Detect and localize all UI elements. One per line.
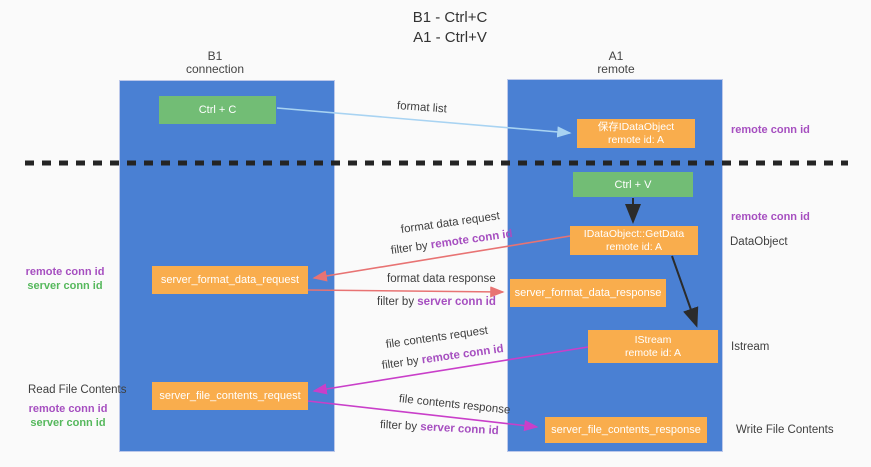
right-column-name: A1: [608, 49, 624, 63]
title-line-2: A1 - Ctrl+V: [413, 29, 487, 46]
save-idataobject-line2: remote id: A: [607, 133, 665, 146]
right-remote-conn-id-top: remote conn id: [731, 124, 810, 136]
left-column-name: B1: [207, 49, 223, 63]
left-server-conn-id-top: server conn id: [27, 280, 103, 292]
left-column-header: B1 connection: [155, 50, 275, 76]
format-data-response-label: format data response: [387, 273, 496, 285]
server-conn-id-term: server conn id: [419, 421, 500, 438]
remote-conn-id-term: remote conn id: [421, 342, 505, 367]
ctrl-v-box: Ctrl + V: [573, 172, 693, 197]
right-column-header: A1 remote: [556, 50, 676, 76]
left-remote-conn-id-bottom: remote conn id: [28, 403, 108, 415]
server-conn-id-term: server conn id: [417, 296, 496, 308]
left-conn-id-annotation-bottom: remote conn id server conn id: [22, 402, 114, 430]
istream-line1: IStream: [634, 333, 672, 346]
ctrl-c-label: Ctrl + C: [198, 104, 237, 116]
read-file-contents-annotation: Read File Contents: [28, 384, 127, 396]
save-idataobject-box: 保存IDataObject remote id: A: [577, 119, 695, 148]
file-contents-response-label: file contents response: [398, 393, 511, 417]
idataobject-getdata-box: IDataObject::GetData remote id: A: [570, 226, 698, 255]
filter-by-server-conn-id-label-1: filter by server conn id: [377, 296, 496, 308]
left-column-role: connection: [185, 62, 245, 76]
getdata-line2: remote id: A: [605, 240, 663, 253]
format-list-label: format list: [396, 100, 448, 116]
server-format-data-response-label: server_format_data_response: [514, 287, 662, 299]
server-file-contents-request-box: server_file_contents_request: [152, 382, 308, 410]
getdata-line1: IDataObject::GetData: [583, 227, 685, 240]
write-file-contents-annotation: Write File Contents: [736, 424, 834, 436]
filter-by-text: filter by: [381, 354, 420, 372]
right-column-role: remote: [597, 62, 635, 76]
istream-annotation: Istream: [731, 341, 770, 353]
server-file-contents-request-label: server_file_contents_request: [159, 390, 301, 402]
left-remote-conn-id-top: remote conn id: [25, 266, 105, 278]
server-file-contents-response-label: server_file_contents_response: [551, 424, 701, 436]
server-file-contents-response-box: server_file_contents_response: [545, 417, 707, 443]
ctrl-v-label: Ctrl + V: [614, 178, 652, 191]
right-remote-conn-id-mid: remote conn id: [731, 211, 810, 223]
filter-by-server-conn-id-label-2: filter by server conn id: [380, 419, 499, 437]
left-conn-id-annotation-top: remote conn id server conn id: [20, 265, 110, 293]
title-line-1: B1 - Ctrl+C: [412, 9, 488, 26]
server-format-data-response-box: server_format_data_response: [510, 279, 666, 307]
filter-by-text: filter by: [377, 296, 415, 308]
format-data-response-arrow: [307, 286, 505, 298]
istream-line2: remote id: A: [624, 346, 682, 359]
dataobject-annotation: DataObject: [730, 236, 788, 248]
ctrl-c-box: Ctrl + C: [159, 96, 276, 124]
save-idataobject-line1: 保存IDataObject: [597, 120, 675, 133]
server-format-data-request-label: server_format_data_request: [160, 274, 300, 286]
filter-by-text: filter by: [379, 419, 418, 433]
diagram-title: B1 - Ctrl+C A1 - Ctrl+V: [350, 8, 550, 48]
filter-by-text: filter by: [390, 239, 429, 257]
remote-conn-id-term: remote conn id: [430, 227, 514, 252]
istream-box: IStream remote id: A: [588, 330, 718, 363]
left-server-conn-id-bottom: server conn id: [30, 417, 106, 429]
server-format-data-request-box: server_format_data_request: [152, 266, 308, 294]
